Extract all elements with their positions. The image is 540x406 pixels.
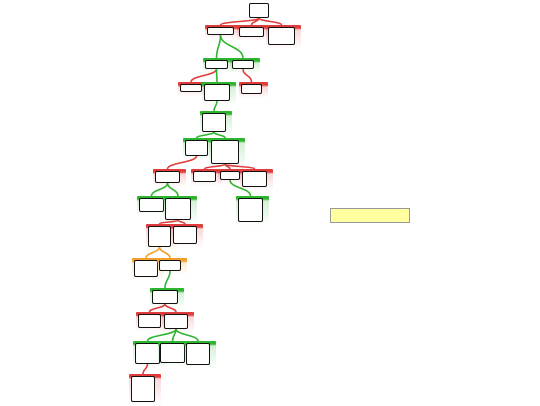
- flow-node[interactable]: [238, 198, 263, 222]
- flow-node[interactable]: [185, 140, 208, 156]
- flow-node[interactable]: [232, 60, 254, 69]
- flow-node[interactable]: [134, 260, 158, 277]
- flow-node[interactable]: [139, 198, 164, 212]
- flow-node[interactable]: [186, 343, 210, 365]
- flow-node[interactable]: [220, 171, 240, 180]
- flow-node[interactable]: [268, 27, 295, 45]
- flow-node[interactable]: [173, 226, 197, 244]
- flow-node[interactable]: [135, 343, 160, 364]
- flow-node[interactable]: [159, 260, 181, 271]
- flow-node[interactable]: [239, 27, 264, 37]
- flow-node[interactable]: [241, 84, 262, 94]
- flow-node[interactable]: [131, 376, 155, 402]
- flow-node[interactable]: [165, 198, 191, 220]
- flow-node[interactable]: [164, 314, 188, 329]
- connector-line: [258, 17, 283, 26]
- flow-node[interactable]: [204, 84, 230, 101]
- root-node[interactable]: [249, 3, 269, 18]
- flow-node[interactable]: [160, 343, 185, 363]
- flow-node[interactable]: [152, 290, 178, 304]
- flow-node[interactable]: [180, 84, 202, 92]
- flow-node[interactable]: [242, 171, 267, 187]
- flow-node[interactable]: [211, 140, 239, 164]
- flow-node[interactable]: [202, 113, 226, 132]
- flow-node[interactable]: [207, 27, 234, 35]
- connector-line: [219, 17, 260, 26]
- flow-node[interactable]: [155, 171, 180, 183]
- flow-node[interactable]: [205, 60, 228, 69]
- sticky-note[interactable]: [330, 208, 410, 223]
- flow-node[interactable]: [193, 171, 216, 182]
- flow-node[interactable]: [138, 314, 161, 328]
- flow-node[interactable]: [148, 226, 171, 247]
